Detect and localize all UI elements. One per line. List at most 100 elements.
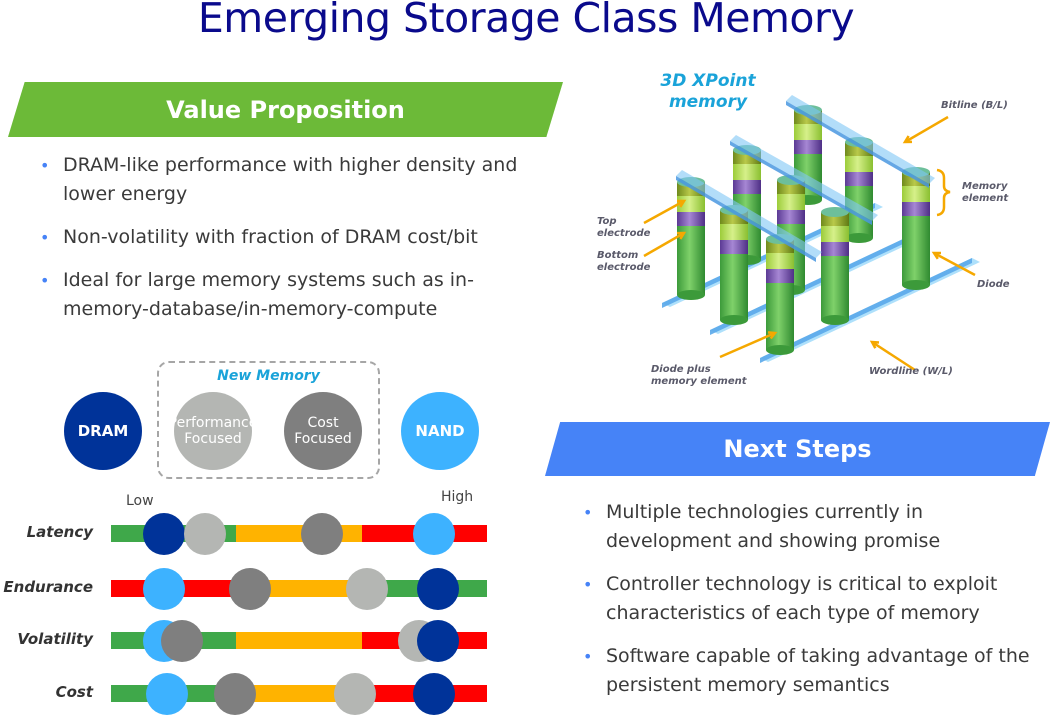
memory-segment — [766, 253, 794, 269]
bitline-label: Bitline (B/L) — [941, 100, 1008, 111]
dram-circle: DRAM — [64, 392, 142, 470]
row-label-endurance: Endurance — [3, 578, 93, 596]
bitline-edge — [730, 141, 872, 225]
pillar-base — [677, 290, 705, 300]
memory-element-brace — [936, 168, 951, 217]
memory-element-label: Memory element — [962, 181, 1009, 204]
arrow-head — [767, 331, 778, 340]
marker-performance-focused-endurance — [345, 567, 388, 610]
pillar-base — [720, 315, 748, 325]
pillar-cap — [821, 207, 849, 217]
marker-cost-focused-cost — [214, 672, 257, 715]
diode-segment — [902, 214, 930, 285]
value-proposition-heading: Value Proposition — [166, 95, 405, 124]
pillar-base — [902, 280, 930, 290]
pillars — [677, 105, 930, 355]
diode-plus-label: Diode plus memory element — [651, 364, 747, 387]
next-steps-heading: Next Steps — [723, 435, 872, 463]
marker-performance-focused-latency — [184, 512, 226, 555]
next-steps-banner: Next Steps — [545, 422, 1050, 476]
zone-yellow — [236, 525, 362, 542]
nand-label: NAND — [415, 422, 465, 440]
memory-segment — [720, 224, 748, 240]
pillar — [821, 207, 849, 325]
xpoint-title: 3D XPoint memory — [648, 71, 768, 113]
new-memory-label: New Memory — [217, 368, 320, 384]
marker-dram-volatility — [417, 619, 460, 662]
arrow-line — [904, 115, 949, 144]
diode-segment — [766, 281, 794, 350]
arrow-head — [869, 340, 880, 349]
high-label: High — [441, 489, 474, 505]
pillar-base — [766, 345, 794, 355]
marker-cost-focused-endurance — [229, 567, 272, 610]
performance-focused-circle: Performance Focused — [169, 392, 257, 470]
xpoint-diagram — [643, 95, 980, 372]
zone-yellow — [236, 685, 362, 702]
bottom-electrode-segment — [677, 212, 705, 226]
pillar-base — [845, 233, 873, 243]
wordline-label: Wordline (W/L) — [869, 366, 953, 377]
bitline — [730, 135, 878, 221]
xpoint-title-line1: 3D XPoint — [660, 71, 756, 91]
low-label: Low — [126, 493, 154, 509]
bottom-electrode-segment — [902, 202, 930, 216]
marker-cost-focused-latency — [300, 512, 343, 555]
memory-segment — [902, 186, 930, 202]
bottom-electrode-segment — [766, 269, 794, 283]
label-arrows — [643, 115, 976, 372]
xpoint-title-line2: memory — [668, 92, 748, 112]
memory-segment — [794, 124, 822, 140]
marker-cost-focused-volatility — [161, 619, 204, 662]
list-item: Multiple technologies currently in devel… — [583, 498, 1043, 556]
arrow-line — [643, 199, 685, 225]
marker-nand-cost — [146, 672, 189, 715]
bottom-electrode-segment — [720, 240, 748, 254]
bitline-edge — [786, 101, 929, 188]
bitline-edge — [676, 176, 816, 262]
arrow-head — [902, 135, 913, 144]
cost-focused-label: Cost Focused — [294, 415, 352, 447]
list-item: Software capable of taking advantage of … — [583, 642, 1043, 700]
marker-nand-latency — [413, 512, 456, 555]
dram-label: DRAM — [77, 422, 129, 440]
diode-segment — [720, 252, 748, 320]
bitline — [676, 170, 822, 258]
new-memory-group — [157, 361, 380, 479]
marker-nand-endurance — [142, 567, 185, 610]
row-label-cost: Cost — [55, 683, 93, 701]
bottom-electrode-segment — [821, 242, 849, 256]
row-label-latency: Latency — [26, 523, 93, 541]
memory-segment — [845, 156, 873, 172]
arrow-line — [871, 340, 916, 372]
marker-dram-cost — [413, 672, 456, 715]
value-proposition-list: DRAM-like performance with higher densit… — [40, 151, 520, 338]
arrow-head — [931, 251, 942, 260]
memory-segment — [733, 164, 761, 180]
diode-segment — [821, 254, 849, 320]
marker-dram-latency — [142, 512, 185, 555]
next-steps-list: Multiple technologies currently in devel… — [583, 498, 1043, 714]
marker-performance-focused-cost — [334, 672, 377, 715]
arrow-line — [719, 331, 776, 359]
diode-label: Diode — [977, 279, 1010, 290]
bitline — [786, 95, 935, 184]
pillar — [720, 205, 748, 325]
arrow-line — [933, 251, 976, 277]
list-item: DRAM-like performance with higher densit… — [40, 151, 520, 209]
memory-segment — [777, 194, 805, 210]
bottom-electrode-segment — [845, 172, 873, 186]
bottom-electrode-segment — [794, 140, 822, 154]
value-proposition-banner: Value Proposition — [8, 82, 563, 137]
arrow-line — [643, 231, 685, 258]
cost-focused-circle: Cost Focused — [284, 392, 362, 470]
top-electrode-label: Top electrode — [597, 216, 651, 239]
list-item: Ideal for large memory systems such as i… — [40, 266, 520, 324]
zone-yellow — [236, 632, 362, 649]
nand-circle: NAND — [401, 392, 479, 470]
pillar — [766, 234, 794, 355]
performance-focused-label: Performance Focused — [168, 415, 258, 447]
arrow-head — [676, 231, 687, 240]
marker-dram-endurance — [417, 567, 460, 610]
list-item: Non-volatility with fraction of DRAM cos… — [40, 223, 520, 252]
